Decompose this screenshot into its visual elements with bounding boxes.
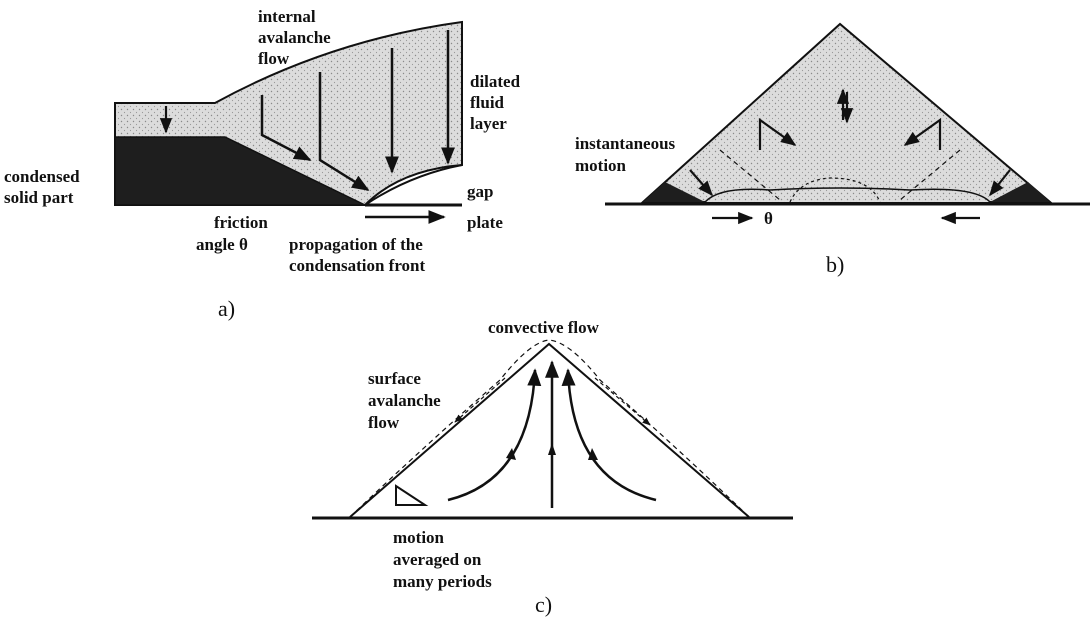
ray-right (899, 149, 961, 201)
panel-c: convective flow surface avalanche flow m… (312, 318, 793, 617)
label-theta-b: θ (764, 209, 773, 228)
left-solid-wedge (643, 182, 705, 202)
label-friction-angle: friction angle θ (196, 213, 272, 254)
panel-a: internal avalanche flow dilated fluid la… (4, 7, 524, 321)
caption-a: a) (218, 296, 235, 321)
motion-arrow-left (758, 117, 797, 150)
label-propagation-front: propagation of the condensation front (289, 235, 427, 275)
flow-arrow-1 (260, 95, 312, 162)
flow-arrow-2 (318, 72, 370, 192)
panel-b: instantaneous motion θ b) (575, 22, 1090, 277)
caption-b: b) (826, 252, 844, 277)
shaft-marker-right (588, 448, 598, 460)
label-condensed-solid-part: condensed solid part (4, 167, 84, 207)
motion-arrow-right (903, 117, 942, 150)
caption-c: c) (535, 592, 552, 617)
surface-arrow-left (454, 377, 506, 423)
shaft-marker-left (506, 448, 516, 460)
slope-arrow-right (989, 169, 1011, 197)
label-instantaneous-motion: instantaneous motion (575, 134, 679, 175)
gap-curve-b (704, 187, 991, 203)
label-surface-avalanche-flow: surface avalanche flow (368, 369, 445, 432)
convective-arrow-right (561, 368, 657, 502)
label-dilated-fluid-layer: dilated fluid layer (470, 72, 524, 133)
slope-arrow-left (689, 169, 714, 197)
ray-left (719, 149, 781, 201)
surface-arrow-right (594, 377, 651, 426)
label-motion-averaged: motion averaged on many periods (393, 528, 492, 591)
label-internal-avalanche-flow: internal avalanche flow (258, 7, 335, 68)
label-plate: plate (467, 213, 503, 232)
gap-curve (364, 164, 463, 206)
right-solid-wedge (990, 182, 1050, 202)
pile-outline (349, 342, 750, 518)
shaft-marker-center (548, 443, 556, 455)
label-convective-flow: convective flow (488, 318, 600, 337)
label-gap: gap (467, 182, 493, 201)
gap-dotted-b (789, 177, 881, 203)
averaged-profile (349, 339, 750, 518)
angle-mark (395, 484, 429, 506)
